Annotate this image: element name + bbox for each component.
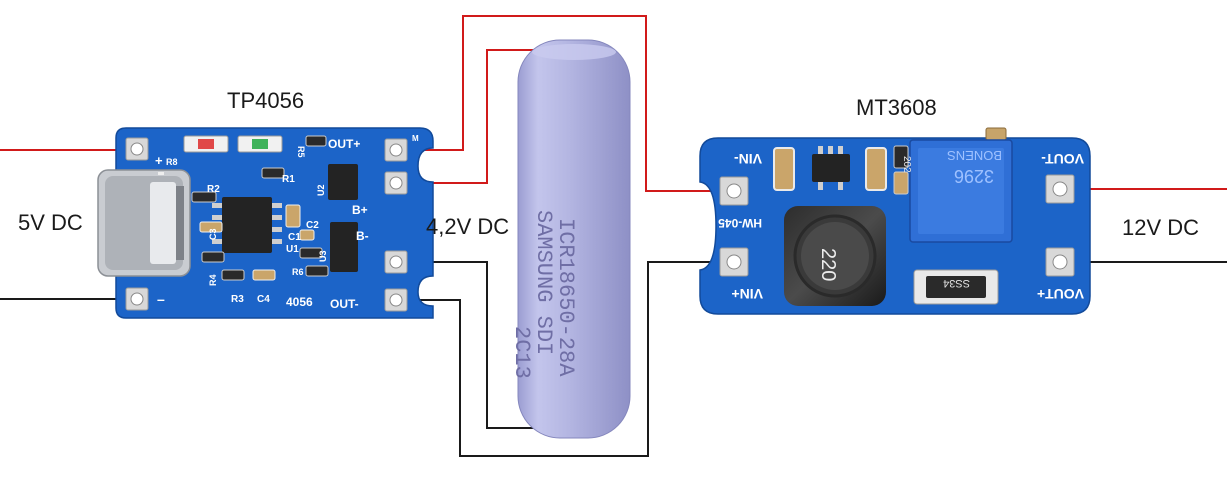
output-capacitor	[865, 147, 887, 191]
tp4056-label-r3: R3	[231, 294, 244, 305]
wire-out-minus-to-vin-plus	[396, 261, 733, 457]
tp4056-label-r6: R6	[292, 267, 304, 277]
battery-body	[517, 39, 631, 439]
wire-out-plus-to-vin-minus	[396, 15, 733, 192]
pot-code: 202	[901, 156, 912, 173]
input-voltage-label: 5V DC	[18, 210, 83, 235]
mt3608-label-vin-minus: VIN-	[734, 151, 762, 167]
tp4056-label-r2: R2	[207, 184, 220, 195]
tp4056-label-c4: C4	[257, 294, 270, 305]
schottky-diode: SS34	[913, 269, 999, 305]
usb-c-connector	[97, 169, 191, 277]
battery-text-code: 2C13	[509, 326, 534, 379]
tp4056-label-u3: U3	[318, 250, 328, 262]
mt3608-pad-vout-plus	[1045, 247, 1075, 277]
mt3608-pad-vout-minus	[1045, 174, 1075, 204]
tp4056-pad-out-minus	[384, 288, 408, 312]
mt3608-label-vout-minus: VOUT-	[1041, 151, 1084, 167]
tp4056-label-c3: C3	[208, 228, 218, 240]
tp4056-label-minus: –	[157, 291, 165, 307]
mt3608-pad-vin-plus	[719, 247, 749, 277]
pot-brand: BONENS	[947, 148, 1002, 163]
tp4056-label-plus: +	[155, 153, 163, 168]
inductor: 220	[784, 206, 886, 306]
tp4056-pad-plus	[125, 137, 149, 161]
tp4056-chip	[212, 197, 282, 253]
mt3608-board: 220 BONENS 3296 202 SS34 VIN- HW-045 VIN…	[699, 127, 1091, 315]
battery-text-brand: SAMSUNG SDI	[531, 210, 556, 355]
tp4056-label-out-minus: OUT-	[330, 297, 359, 311]
tp4056-label-model: 4056	[286, 295, 313, 309]
tp4056-label-r5: R5	[296, 146, 306, 158]
tp4056-label-corner: M	[412, 134, 419, 143]
diode-marking: SS34	[943, 277, 970, 289]
tp4056-label-b-plus: B+	[352, 203, 368, 217]
tp4056-label-c2: C2	[306, 220, 319, 231]
tp4056-pad-out-plus	[384, 138, 408, 162]
tp4056-label-r1: R1	[282, 174, 295, 185]
tp4056-label-b-minus: B-	[356, 229, 369, 243]
booster-name-label: MT3608	[856, 95, 937, 120]
tp4056-label-r4: R4	[208, 274, 218, 286]
tp4056-label-r8: R8	[166, 157, 178, 167]
mt3608-label-vout-plus: VOUT+	[1037, 286, 1084, 302]
output-voltage-label: 12V DC	[1122, 215, 1200, 240]
trim-potentiometer: BONENS 3296 202	[901, 127, 1013, 243]
battery-text-model: ICR18650-28A	[553, 218, 578, 377]
tp4056-pad-b-minus	[384, 250, 408, 274]
u2-chip	[328, 164, 358, 200]
tp4056-pad-b-plus	[384, 171, 408, 195]
u3-chip	[330, 222, 358, 272]
input-capacitor	[773, 147, 795, 191]
charger-name-label: TP4056	[227, 88, 305, 113]
tp4056-label-out-plus: OUT+	[328, 137, 360, 151]
tp4056-label-u1: U1	[286, 244, 299, 255]
mt3608-chip	[812, 146, 850, 190]
tp4056-pad-minus	[125, 287, 149, 311]
tp4056-label-c1: C1	[288, 232, 301, 243]
tp4056-board: + R8 – R2 R1 R3 R4 R5 R6 C1 C2 C3 C4 U1 …	[97, 127, 434, 319]
inductor-marking: 220	[817, 248, 839, 281]
mt3608-label-model: HW-045	[718, 216, 762, 230]
battery-voltage-label: 4,2V DC	[426, 214, 510, 239]
mt3608-label-vin-plus: VIN+	[731, 286, 763, 302]
battery-cell: ICR18650-28A SAMSUNG SDI 2C13	[509, 39, 631, 439]
mt3608-pad-vin-minus	[719, 176, 749, 206]
tp4056-label-u2: U2	[316, 184, 326, 196]
pot-model: 3296	[954, 166, 994, 186]
